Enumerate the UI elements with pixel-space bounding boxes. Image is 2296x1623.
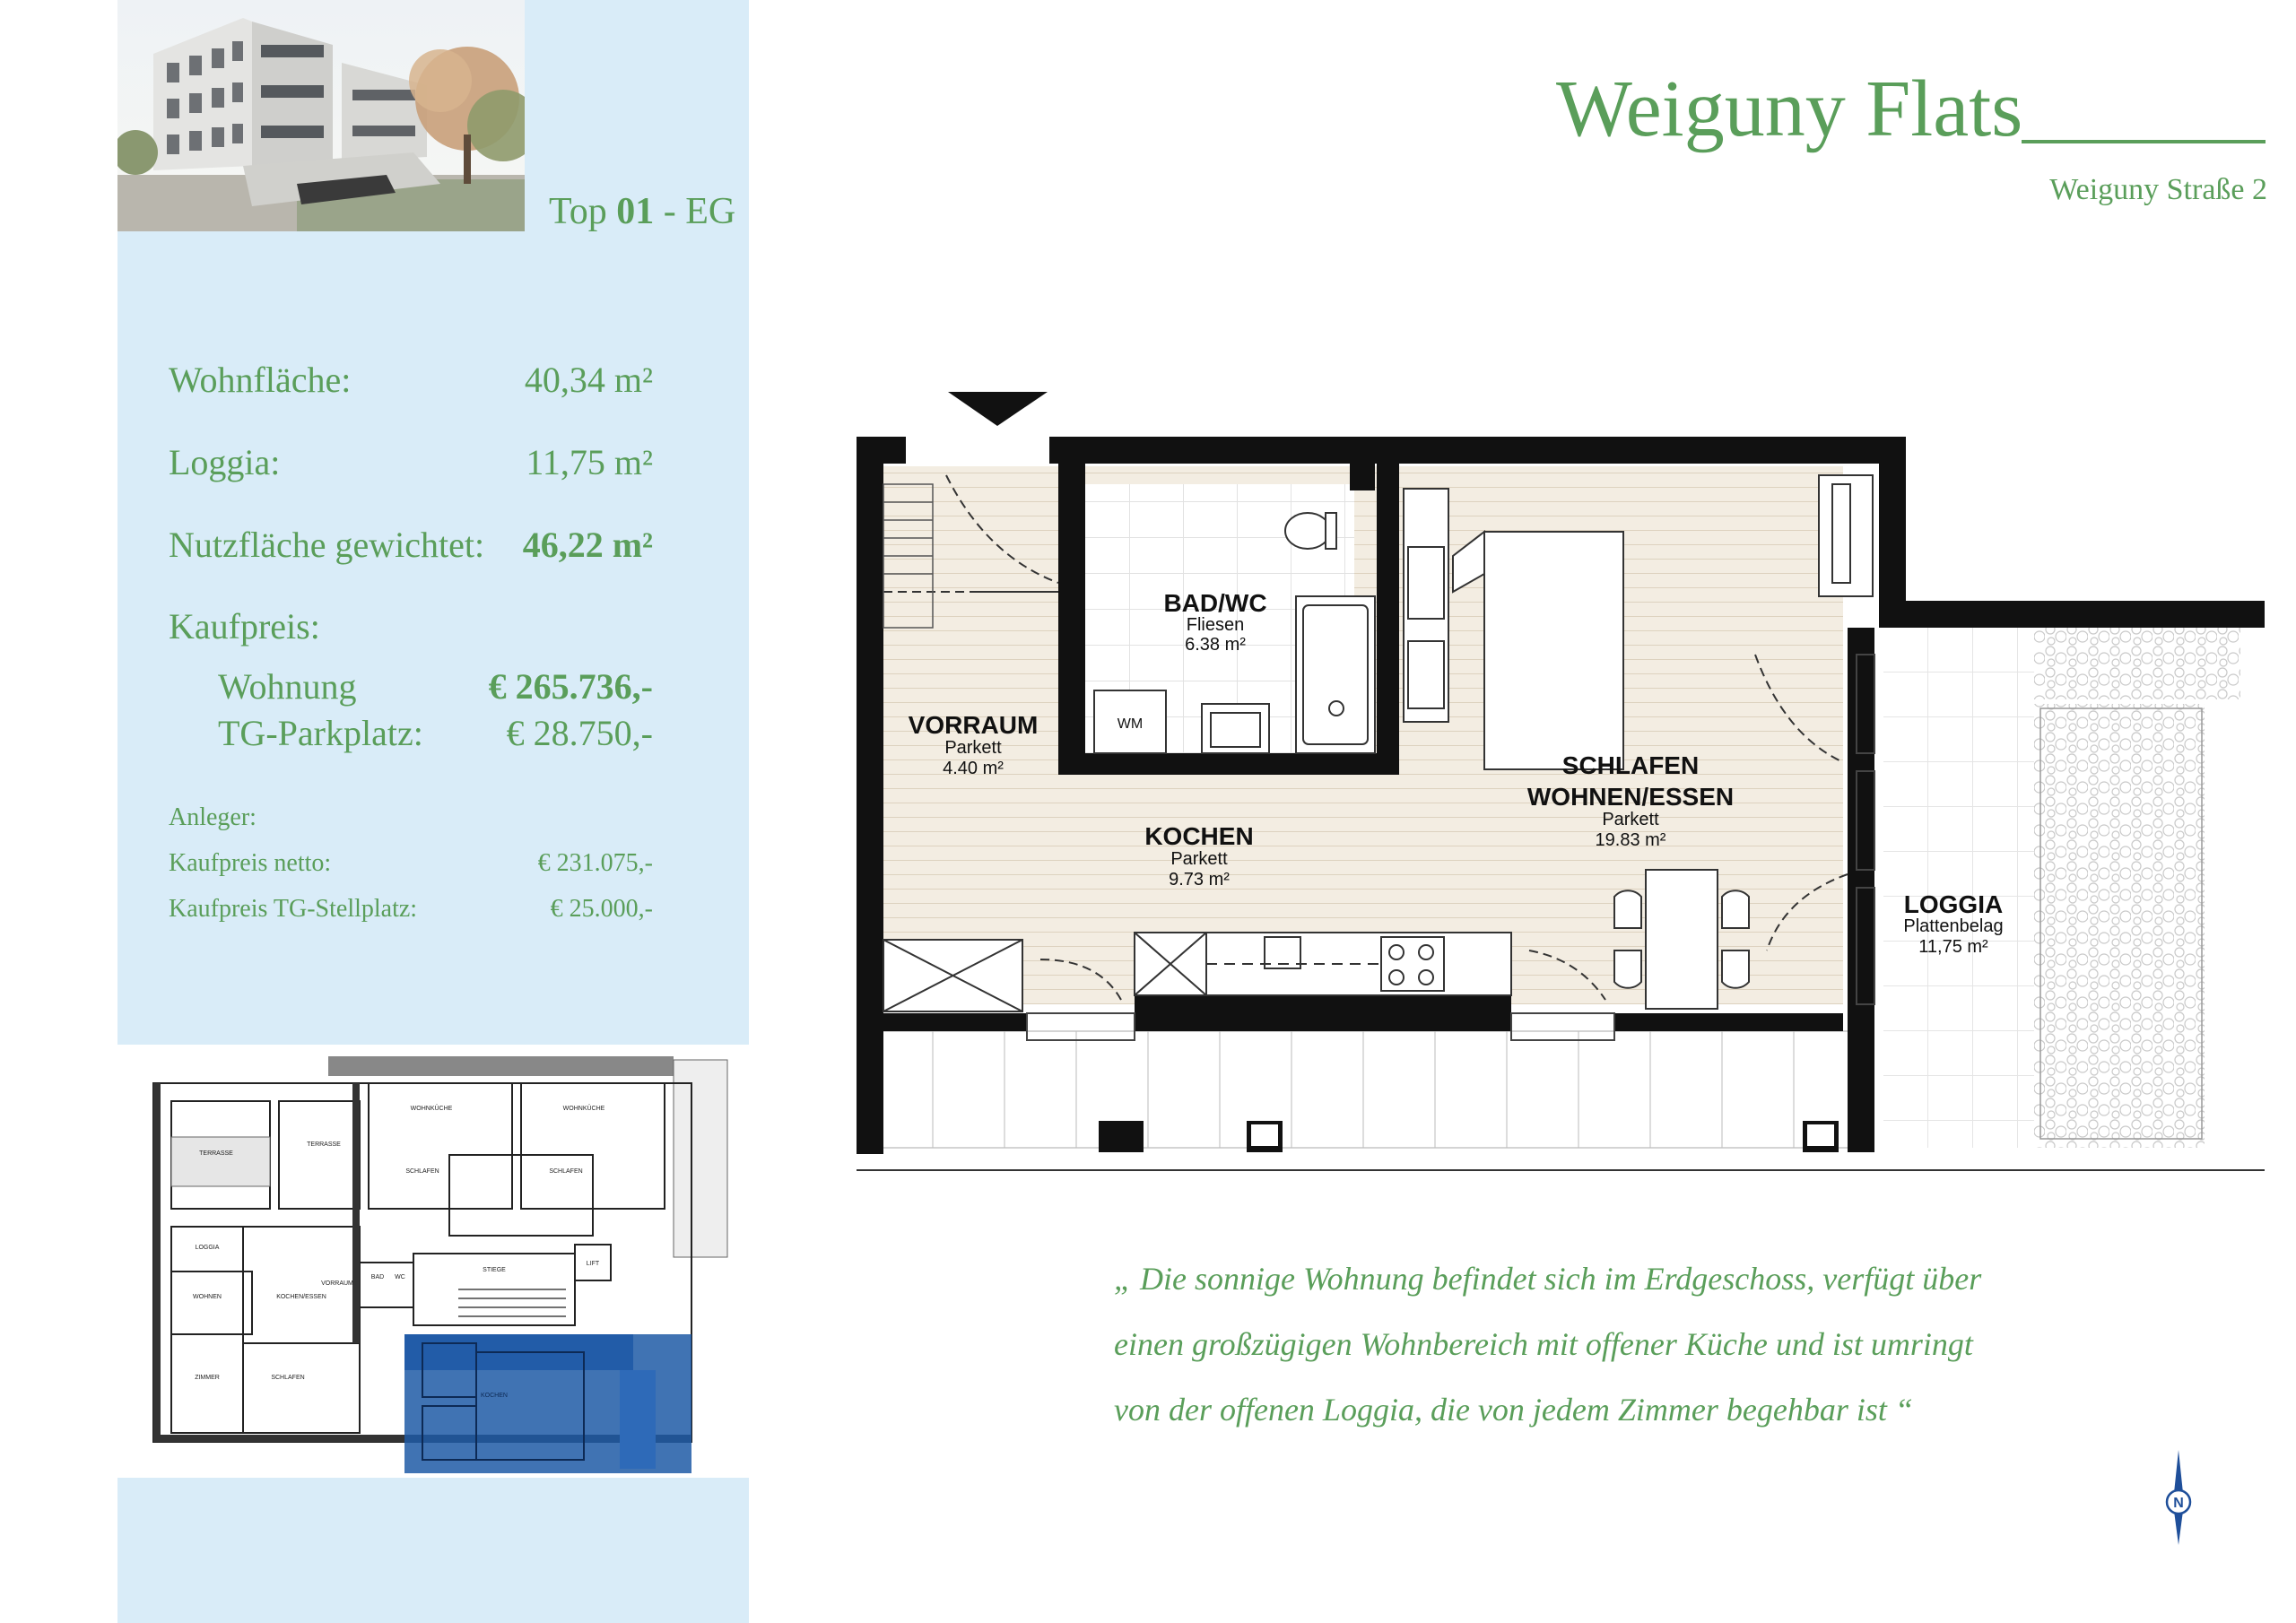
stellplatz-label: Kaufpreis TG-Stellplatz: [169,895,418,923]
wohnung-price: € 265.736,- [488,666,653,707]
unit-label: Top 01 - EG [549,190,735,233]
loggia-label: Loggia: [169,442,281,482]
wohnflaeche-value: 40,34 m² [524,360,653,400]
site-label-kochen: KOCHEN [481,1393,508,1399]
bad-name: BAD/WC [1163,589,1266,617]
description-quote-line-2: einen großzügigen Wohnbereich mit offene… [1114,1326,1973,1362]
schlafen-area: 19.83 m² [1596,830,1666,850]
site-label-schlafen: SCHLAFEN [405,1168,439,1175]
site-label-schlafen-3: SCHLAFEN [271,1375,304,1381]
site-label-vorraum: VORRAUM [321,1280,353,1287]
nutzflaeche-label: Nutzfläche gewichtet: [169,525,485,565]
site-label-terrasse: TERRASSE [199,1150,233,1157]
description-quote-line-1: „ Die sonnige Wohnung befindet sich im E… [1114,1261,1982,1297]
netto-label: Kaufpreis netto: [169,849,332,877]
site-label-schlafen-2: SCHLAFEN [549,1168,582,1175]
north-compass-icon: N [2165,1450,2192,1545]
wohnen-essen-name: WOHNEN/ESSEN [1527,783,1734,811]
sidebar-panel-bottom [117,1478,749,1623]
site-label-zimmer: ZIMMER [195,1375,220,1381]
kaufpreis-label: Kaufpreis: [169,606,320,647]
compass-letter: N [2173,1496,2184,1511]
netto-value: € 231.075,- [537,849,653,877]
loggia-floor: Plattenbelag [1903,916,2003,936]
loggia-value: 11,75 m² [526,442,653,482]
brand-title: Weiguny Flats [1556,65,2023,153]
kochen-floor: Parkett [1170,849,1228,869]
bad-floor: Fliesen [1187,615,1244,635]
site-label-stiege: STIEGE [483,1267,506,1273]
site-label-wohnkueche-2: WOHNKÜCHE [563,1105,605,1112]
site-label-terrasse-2: TERRASSE [307,1141,341,1148]
parkplatz-label: TG-Parkplatz: [218,713,423,753]
parkplatz-price: € 28.750,- [506,713,653,753]
schlafen-floor: Parkett [1602,810,1659,829]
stellplatz-value: € 25.000,- [550,895,653,923]
unit-number: 01 [616,191,655,232]
site-label-bad: BAD [371,1274,384,1280]
site-label-wc: WC [395,1274,405,1280]
site-label-lift: LIFT [587,1261,600,1267]
site-label-wohnkueche: WOHNKÜCHE [411,1105,453,1112]
floor-plan: WM BAD/WC Fliesen 6.38 m² VORRAUM Parket… [857,392,2265,1171]
vorraum-name: VORRAUM [909,711,1039,739]
loggia-area: 11,75 m² [1918,937,1988,957]
brand-address: Weiguny Straße 2 [2049,173,2267,206]
investor-heading: Anleger: [169,803,257,831]
nutzflaeche-value: 46,22 m² [522,525,653,565]
site-label-kochen-essen: KOCHEN/ESSEN [276,1294,326,1300]
loggia-name: LOGGIA [1904,890,2003,918]
kochen-name: KOCHEN [1144,822,1253,850]
site-label-loggia: LOGGIA [196,1245,220,1251]
unit-floor: - EG [663,191,736,232]
wohnung-label: Wohnung [218,666,357,707]
building-photo [117,0,525,231]
site-label-wohnen: WOHNEN [193,1294,222,1300]
wm-label: WM [1118,716,1143,732]
vorraum-area: 4.40 m² [943,759,1004,778]
brand-underline [2022,140,2266,143]
wohnflaeche-label: Wohnfläche: [169,360,352,400]
vorraum-floor: Parkett [944,738,1002,758]
site-plan: TERRASSE TERRASSE SCHLAFEN SCHLAFEN WOHN… [117,1047,749,1476]
description-quote-line-3: von der offenen Loggia, die von jedem Zi… [1114,1392,1913,1428]
kochen-area: 9.73 m² [1169,870,1230,890]
unit-prefix: Top [549,191,607,232]
bad-area: 6.38 m² [1185,635,1246,655]
schlafen-name: SCHLAFEN [1562,751,1699,779]
